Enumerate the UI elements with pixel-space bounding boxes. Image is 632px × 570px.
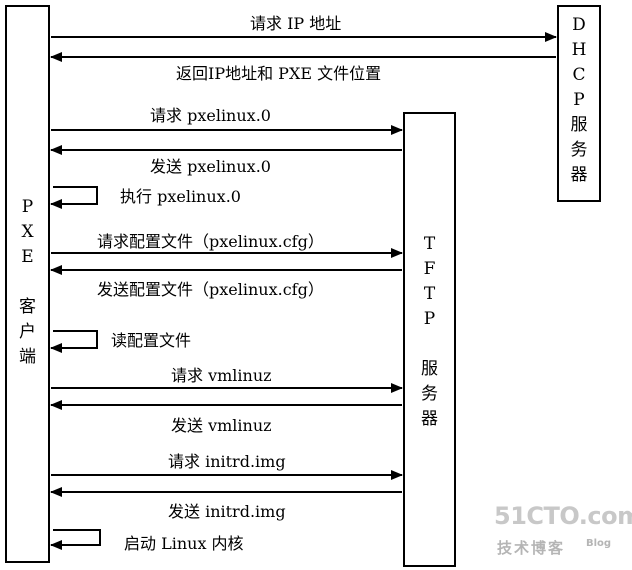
- tftp-server-label: T F T P 服 务 器: [421, 234, 438, 429]
- msg-start-kernel: 启动 Linux 内核: [124, 534, 244, 553]
- msg-exec-pxelinux: 执行 pxelinux.0: [120, 187, 241, 206]
- msg-read-config: 读配置文件: [111, 331, 192, 350]
- tftp-server-box: T F T P 服 务 器: [403, 112, 456, 567]
- arrow-read-config: [50, 330, 98, 353]
- msg-send-pxelinux: 发送 pxelinux.0: [150, 157, 271, 176]
- watermark-suffix: Blog: [586, 538, 612, 549]
- pxe-client-box: P X E 客 户 端: [5, 5, 50, 563]
- msg-return-ip: 返回IP地址和 PXE 文件位置: [176, 64, 382, 83]
- msg-request-initrd: 请求 initrd.img: [168, 452, 286, 471]
- msg-send-vmlinuz: 发送 vmlinuz: [171, 416, 272, 435]
- dhcp-server-label: D H C P 服 务 器: [570, 15, 588, 185]
- msg-request-vmlinuz: 请求 vmlinuz: [171, 366, 272, 385]
- arrow-exec-pxelinux: [50, 186, 98, 209]
- msg-request-pxelinux: 请求 pxelinux.0: [150, 106, 271, 125]
- pxe-client-label: P X E 客 户 端: [19, 197, 36, 367]
- msg-request-ip: 请求 IP 地址: [250, 14, 342, 33]
- watermark-tagline: 技术博客: [497, 539, 566, 557]
- msg-send-config: 发送配置文件（pxelinux.cfg）: [97, 280, 324, 299]
- msg-request-config: 请求配置文件（pxelinux.cfg）: [97, 232, 324, 251]
- msg-send-initrd: 发送 initrd.img: [168, 502, 286, 521]
- watermark-brand: 51CTO.com: [494, 502, 632, 530]
- dhcp-server-box: D H C P 服 务 器: [557, 5, 601, 202]
- arrow-start-kernel: [50, 529, 101, 550]
